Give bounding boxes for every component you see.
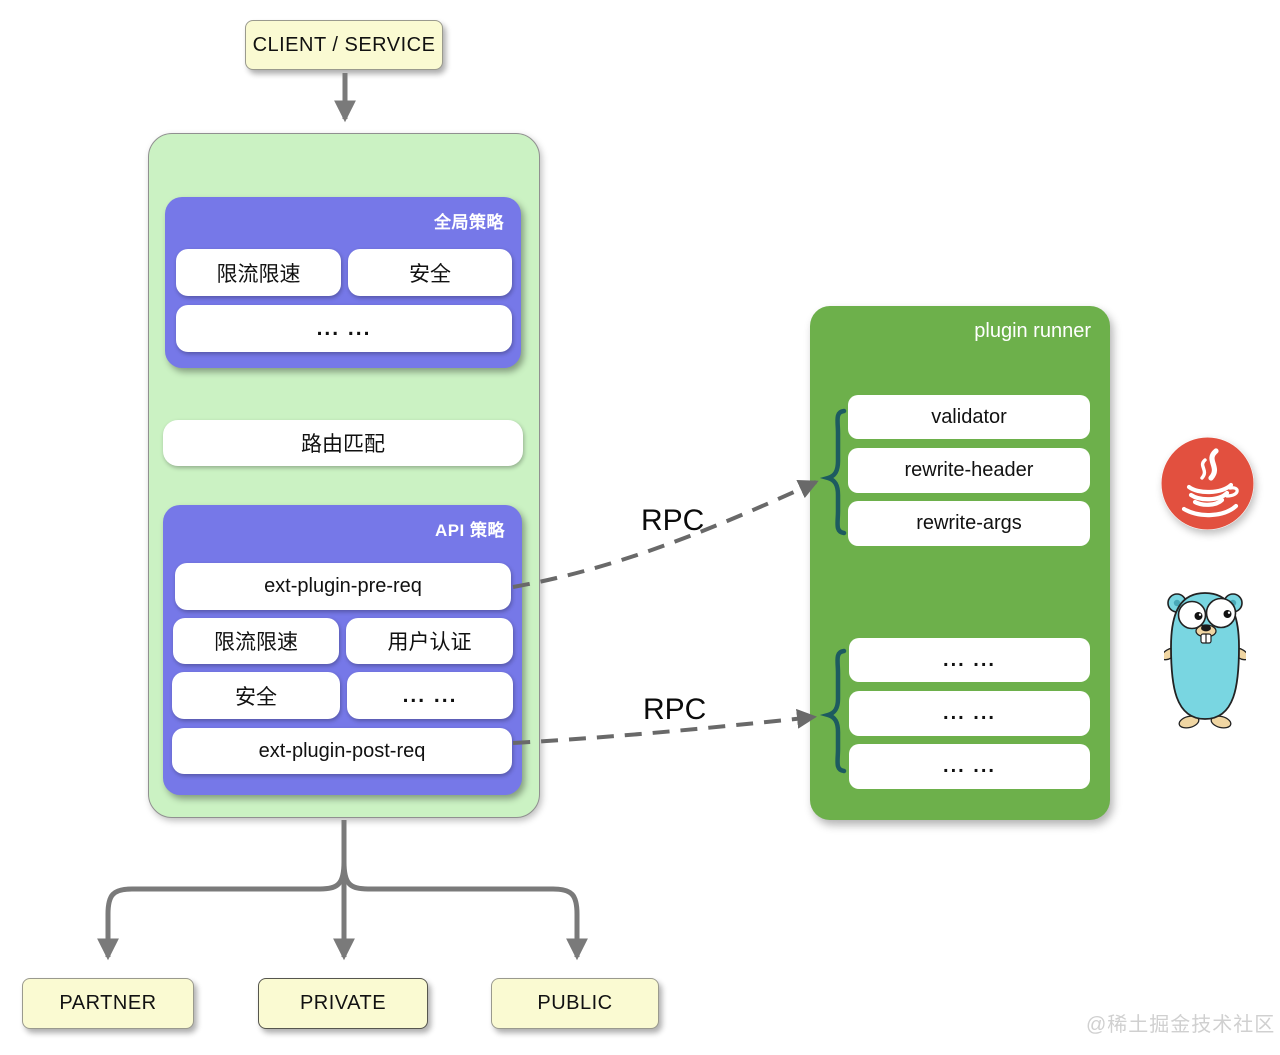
partner-box: PARTNER xyxy=(22,978,194,1029)
api-more-box: ... ... xyxy=(347,672,513,719)
global-more-label: ... ... xyxy=(316,316,372,340)
ext-plugin-post-req-box: ext-plugin-post-req xyxy=(172,728,512,774)
plugin-rewrite-args-label: rewrite-args xyxy=(916,512,1022,534)
plugin-rewrite-header-label: rewrite-header xyxy=(904,459,1034,481)
ext-plugin-post-req-label: ext-plugin-post-req xyxy=(258,739,426,762)
plugin-more-box: ... ... xyxy=(849,744,1090,789)
java-icon xyxy=(1161,437,1254,530)
rpc-pre-req-label: RPC xyxy=(641,504,705,537)
plugin-runner-title: plugin runner xyxy=(974,320,1091,342)
route-match-label: 路由匹配 xyxy=(301,433,385,456)
global-security-box: 安全 xyxy=(348,249,512,296)
global-rate-limit-label: 限流限速 xyxy=(216,262,301,286)
global-security-label: 安全 xyxy=(409,262,451,286)
plugin-more-box: ... ... xyxy=(849,691,1090,736)
api-auth-box: 用户认证 xyxy=(346,618,513,664)
api-rate-limit-label: 限流限速 xyxy=(214,631,298,654)
plugin-validator-label: validator xyxy=(931,405,1007,428)
plugin-more-box: ... ... xyxy=(849,638,1090,682)
watermark: @稀土掘金技术社区 xyxy=(1086,1014,1276,1036)
api-security-box: 安全 xyxy=(172,672,340,719)
client-service-label: CLIENT / SERVICE xyxy=(252,33,436,56)
api-security-label: 安全 xyxy=(235,685,277,709)
global-rate-limit-box: 限流限速 xyxy=(176,249,341,296)
private-label: PRIVATE xyxy=(299,992,387,1014)
api-more-label: ... ... xyxy=(402,683,458,707)
plugin-more-label: ... ... xyxy=(943,755,996,777)
ext-plugin-pre-req-label: ext-plugin-pre-req xyxy=(264,575,422,597)
client-service-box: CLIENT / SERVICE xyxy=(245,20,443,70)
public-label: PUBLIC xyxy=(537,992,613,1014)
go-gopher-icon xyxy=(1161,588,1249,734)
api-policy-title: API 策略 xyxy=(434,521,505,540)
plugin-rewrite-header-box: rewrite-header xyxy=(848,448,1090,493)
plugin-runner-box: plugin runner xyxy=(810,306,1110,820)
partner-label: PARTNER xyxy=(59,992,157,1014)
api-rate-limit-box: 限流限速 xyxy=(173,618,339,664)
plugin-more-label: ... ... xyxy=(943,648,996,671)
private-box: PRIVATE xyxy=(258,978,428,1029)
global-policy-title: 全局策略 xyxy=(434,213,504,232)
ext-plugin-pre-req-box: ext-plugin-pre-req xyxy=(175,563,511,610)
global-more-box: ... ... xyxy=(176,305,512,352)
route-match-box: 路由匹配 xyxy=(163,420,523,466)
rpc-post-req-label: RPC xyxy=(643,693,707,726)
api-auth-label: 用户认证 xyxy=(387,631,472,654)
plugin-rewrite-args-box: rewrite-args xyxy=(848,501,1090,546)
gateway-to-public-arrow xyxy=(341,861,589,961)
plugin-validator-box: validator xyxy=(848,395,1090,439)
public-box: PUBLIC xyxy=(491,978,659,1029)
gateway-to-partner-arrow xyxy=(96,861,347,961)
plugin-more-label: ... ... xyxy=(943,702,996,724)
